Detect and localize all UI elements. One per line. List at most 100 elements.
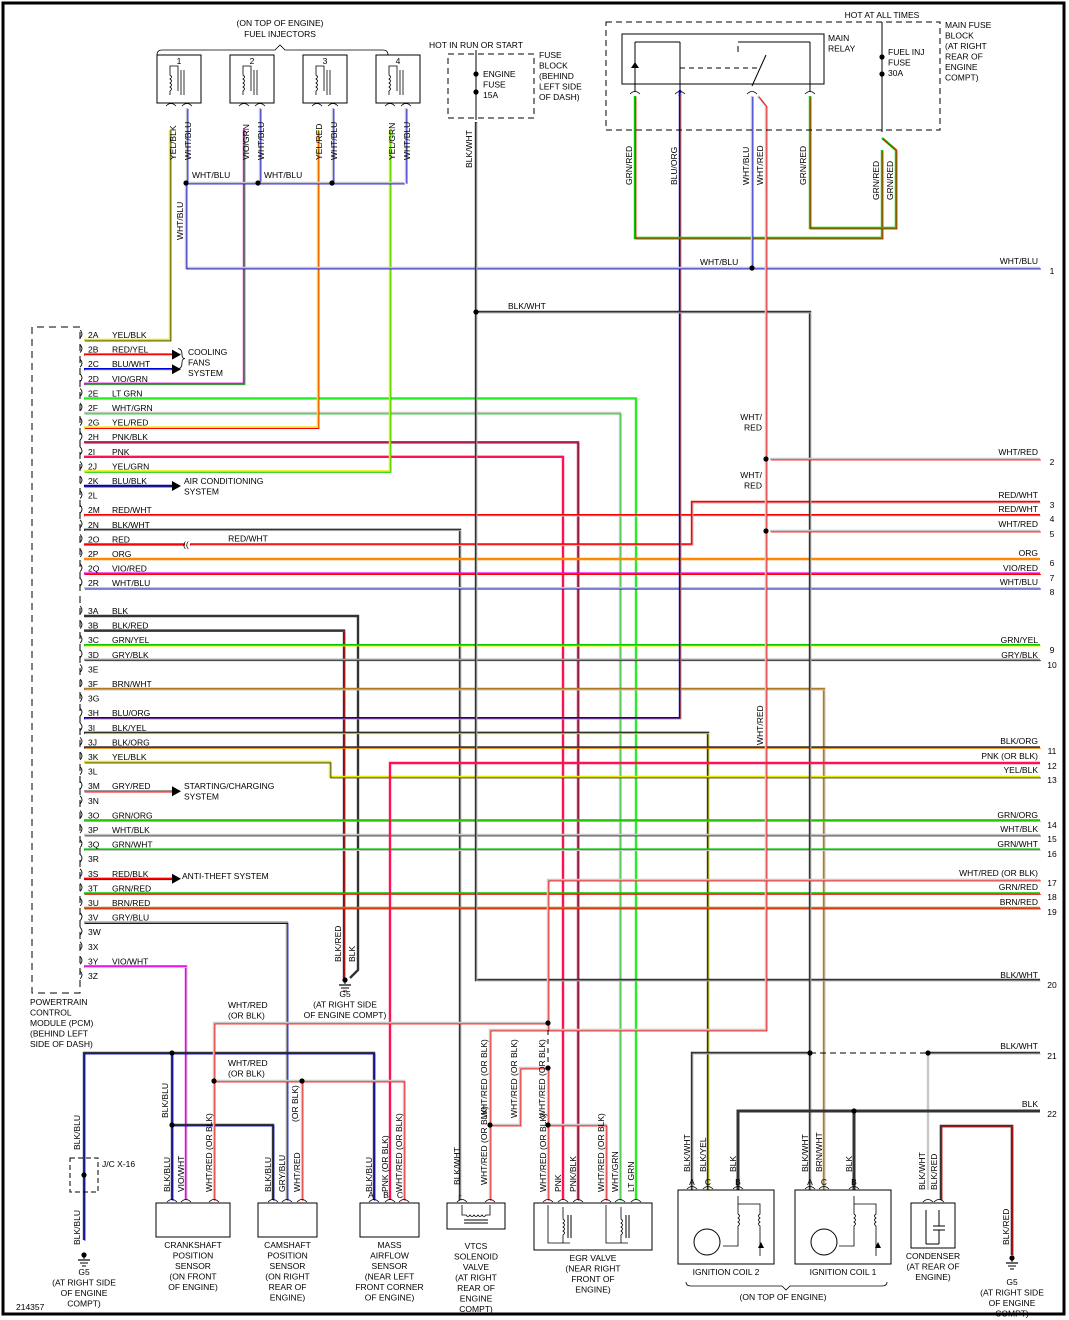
wire-label: (OR BLK) xyxy=(228,1069,265,1079)
pcm-pin-label: 3E xyxy=(88,664,99,674)
vtcs-solenoid xyxy=(446,1202,506,1230)
splice-dot xyxy=(925,1050,931,1056)
wire-label: PNK/BLK xyxy=(568,1156,578,1192)
wire-label: (OR BLK) xyxy=(228,1011,265,1021)
wire-label: GRN/RED xyxy=(624,146,634,185)
crank-label: POSITION xyxy=(173,1251,214,1261)
wire-2j xyxy=(84,130,392,473)
connector-pin xyxy=(166,1199,178,1203)
cam-label: POSITION xyxy=(267,1251,308,1261)
right-connector-label: WHT/RED xyxy=(998,447,1038,457)
wire-2d-stripe xyxy=(84,130,246,386)
injector-number: 2 xyxy=(250,56,255,66)
g5-left-label: G5 xyxy=(78,1267,90,1277)
pcm-pin-label: 2P xyxy=(88,549,99,559)
wire-wht-blu-1 xyxy=(184,183,1040,270)
injector-wire-label: YEL/RED xyxy=(314,124,324,160)
maf-label: OF ENGINE) xyxy=(365,1293,415,1303)
wire-label: WHT/RED (OR BLK) xyxy=(537,1039,547,1118)
starting-charging-label: STARTING/CHARGING xyxy=(184,781,274,791)
connector-pin xyxy=(686,1186,698,1190)
wire-label: BLK/WHT xyxy=(464,130,474,168)
right-connector-label: WHT/BLU xyxy=(1000,256,1038,266)
pin-label: A xyxy=(368,1190,374,1200)
wire-blk-blu-cam-stripe xyxy=(172,1125,275,1201)
pcm-wire-label: YEL/BLK xyxy=(112,330,147,340)
pcm-wire-label: BRN/WHT xyxy=(112,679,152,689)
wire-label: WHT/GRN xyxy=(610,1151,620,1192)
connector-pin xyxy=(614,1199,626,1203)
fuse-block-outline xyxy=(447,53,535,119)
pcm-wire-label: GRN/WHT xyxy=(112,840,153,850)
pcm-wire-label: RED/BLK xyxy=(112,869,149,879)
vtcs-label: VTCS xyxy=(465,1241,488,1251)
wire-2f-stripe xyxy=(84,413,622,1201)
ignition-coil-icon xyxy=(723,1204,740,1247)
pcm-pin-cap xyxy=(79,824,83,834)
pcm-pin-label: 2H xyxy=(88,432,99,442)
wire-relay-wht-red-stripe xyxy=(490,96,768,1201)
wire-label: BLK xyxy=(728,1156,738,1172)
connector-pin xyxy=(848,1186,860,1190)
wire-label: WHT/BLU xyxy=(700,257,738,267)
vtcs-label: ENGINE xyxy=(460,1294,493,1304)
wire-3f xyxy=(84,687,826,1190)
pcm-wire-label: BLU/BLK xyxy=(112,476,147,486)
pcm-pin-cap xyxy=(79,780,83,790)
wire-label: WHT/BLU xyxy=(175,202,185,240)
pcm-pin-label: 3A xyxy=(88,606,99,616)
pcm-pin-label: 3K xyxy=(88,752,99,762)
wire-label: WHT/RED (OR BLK) xyxy=(538,1113,548,1192)
g5-label: G5 xyxy=(339,989,351,999)
g5-right-label: (AT RIGHT SIDE xyxy=(980,1288,1044,1298)
fuse-block-label: OF DASH) xyxy=(539,92,580,102)
pcm-pin-label: 2A xyxy=(88,330,99,340)
splice-dot xyxy=(1009,1255,1015,1261)
connector-pin xyxy=(180,1199,192,1203)
injector-wire-label: WHT/BLU xyxy=(402,122,412,160)
pcm-pin-label: 2O xyxy=(88,534,100,544)
pcm-wire-label: LT GRN xyxy=(112,388,142,398)
wire-2i xyxy=(84,455,565,1200)
pcm-pin-cap xyxy=(79,751,83,761)
splice-dot xyxy=(473,71,479,77)
connector-pin xyxy=(818,1186,830,1190)
right-connector-number: 10 xyxy=(1047,660,1057,670)
pcm-pin-cap xyxy=(79,388,83,397)
wire-label: WHT/ xyxy=(740,412,762,422)
maf-label: AIRFLOW xyxy=(370,1251,409,1261)
pcm-pin-label: 3T xyxy=(88,883,98,893)
maf-label: (NEAR LEFT xyxy=(365,1272,415,1282)
pcm-pin-cap xyxy=(79,897,83,907)
connector-pin xyxy=(629,91,641,95)
main-fuse-block-label: MAIN FUSE xyxy=(945,20,992,30)
injectors-title: (ON TOP OF ENGINE) xyxy=(237,18,324,28)
wire-coil2-a-stripe xyxy=(692,1053,811,1191)
connector-pin xyxy=(181,103,193,107)
wire-blk-blu-bus xyxy=(82,1051,376,1240)
pcm-pin-cap xyxy=(79,344,83,353)
maf-sensor xyxy=(359,1202,420,1238)
pcm-wire-label: GRN/RED xyxy=(112,883,151,893)
pcm-pin-cap xyxy=(79,548,83,558)
pcm-wire-label: GRY/BLK xyxy=(112,650,149,660)
wire-wht-red-17 xyxy=(546,878,1040,1030)
wire-label: GRN/RED xyxy=(798,146,808,185)
wire-label: WHT/RED xyxy=(228,1000,268,1010)
coil1-label: IGNITION COIL 1 xyxy=(810,1267,877,1277)
right-connector-number: 3 xyxy=(1050,500,1055,510)
main-fuse-block-label: ENGINE xyxy=(945,62,978,72)
wire-blk-wht-20 xyxy=(474,122,1040,982)
right-connector-label: BLK/WHT xyxy=(1000,1041,1038,1051)
wire-label: BLK/BLU xyxy=(162,1157,172,1192)
pin-label: C xyxy=(397,1190,403,1200)
connector-pin xyxy=(296,1199,308,1203)
wire-label: WHT/BLU xyxy=(264,170,302,180)
hot-at-all-times-label: HOT AT ALL TIMES xyxy=(845,10,920,20)
splice-dot xyxy=(81,1172,87,1178)
splice-dot xyxy=(763,456,769,462)
wire-label: WHT/RED (OR BLK) xyxy=(509,1039,519,1118)
right-connector-label: PNK (OR BLK) xyxy=(981,751,1038,761)
pcm-pin-label: 2R xyxy=(88,578,99,588)
connector-pin xyxy=(281,1199,293,1203)
